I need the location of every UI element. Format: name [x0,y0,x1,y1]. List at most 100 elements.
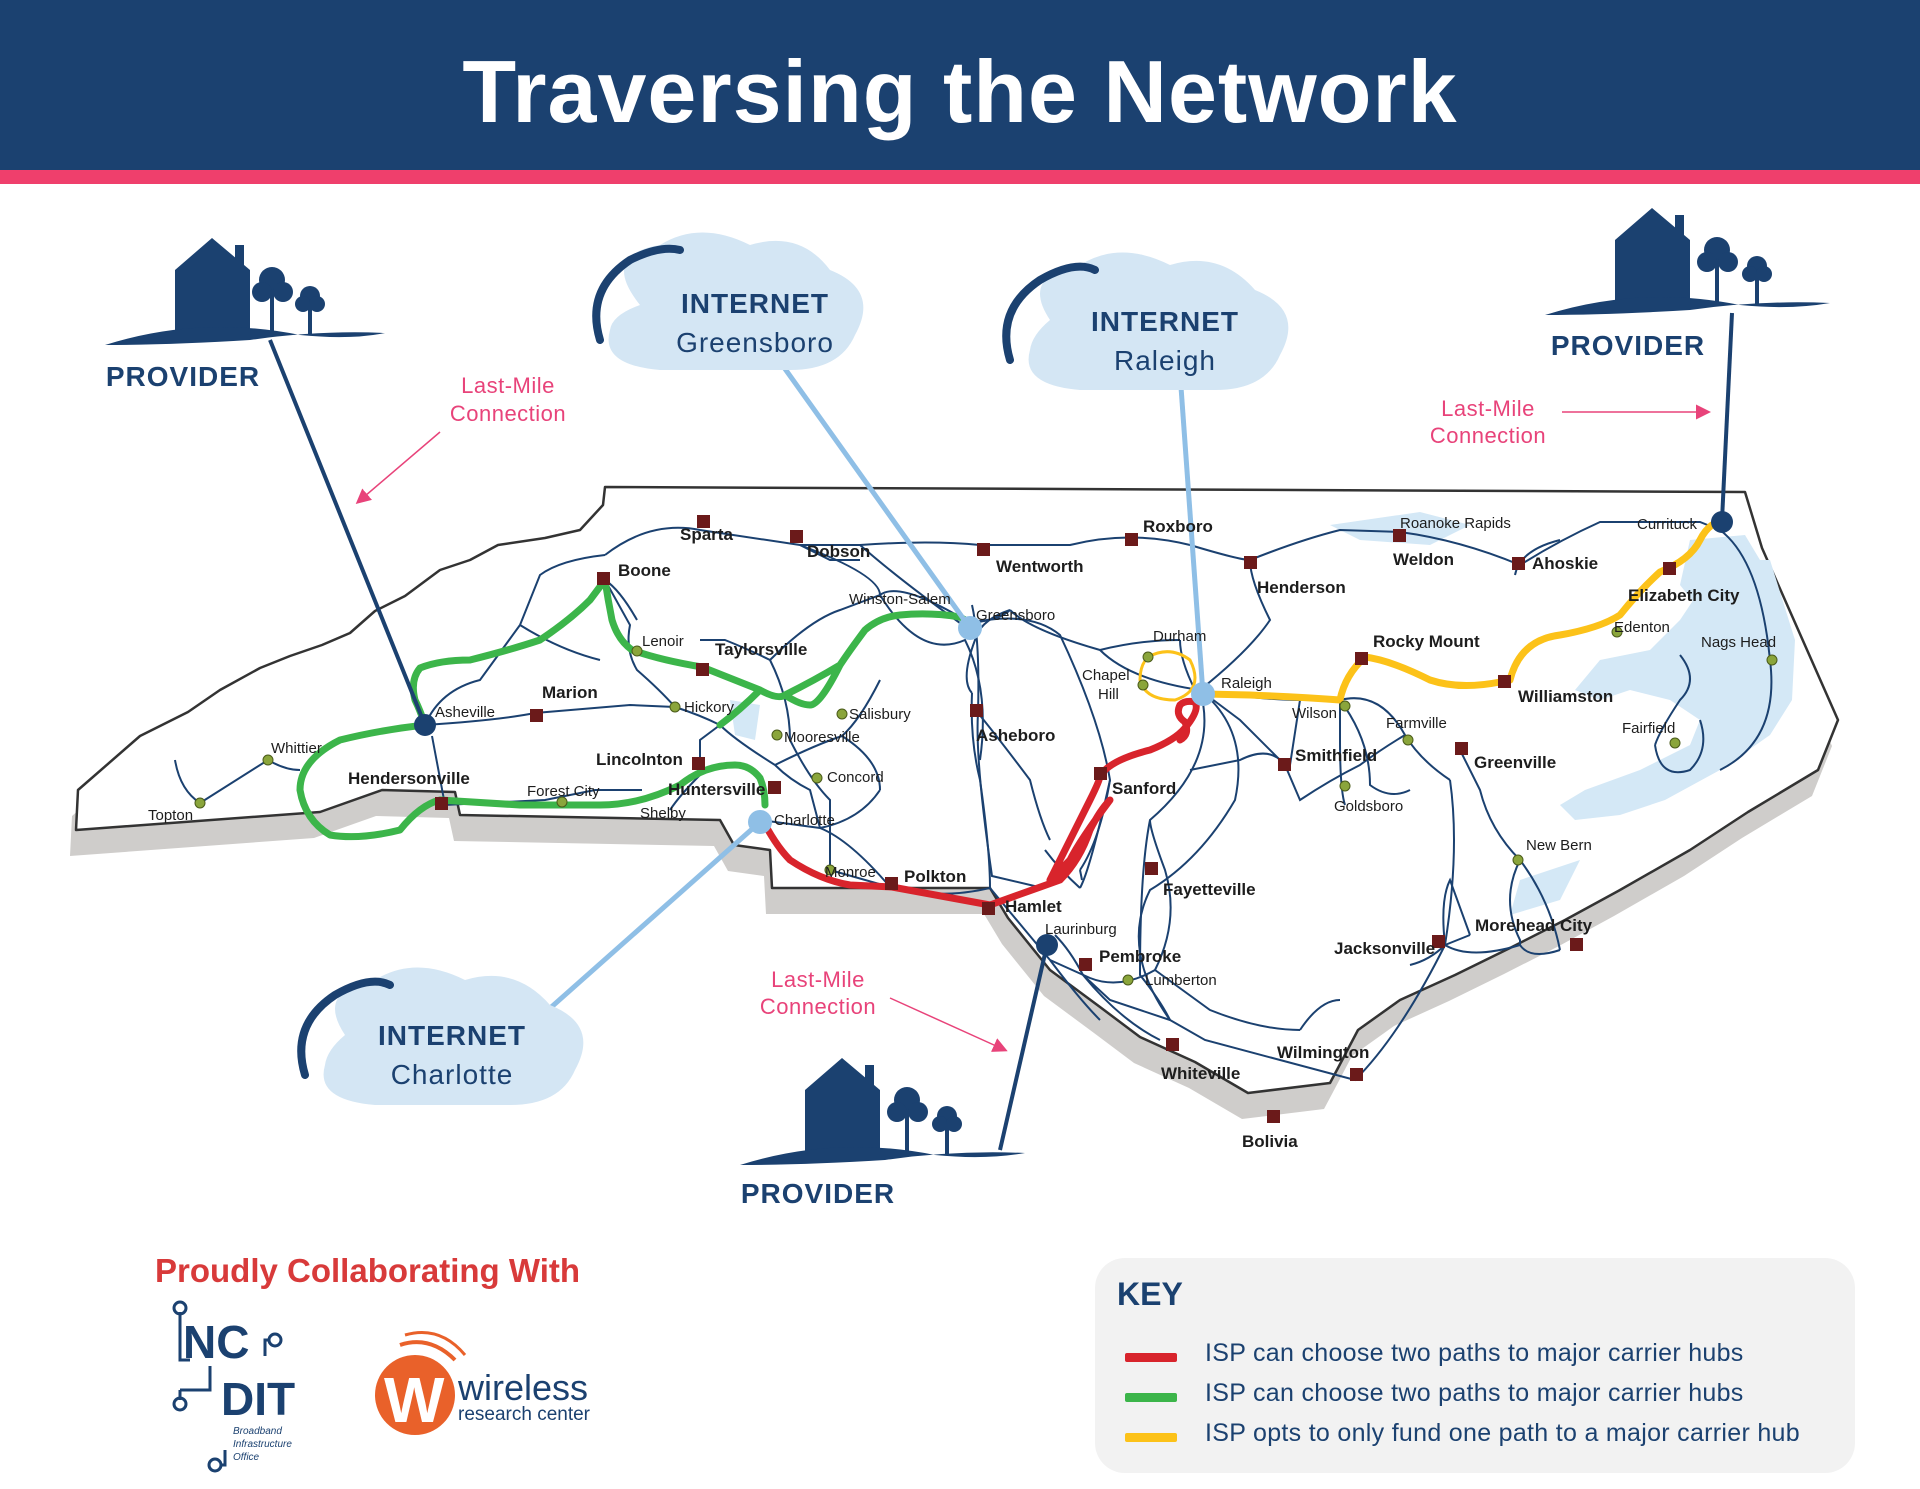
provider-icon-south: PROVIDER [740,1058,1025,1209]
town-label-roanoke-rapids: Roanoke Rapids [1400,515,1511,532]
last-mile-label-west-1: Last-Mile [461,373,555,398]
last-mile-links [268,312,1734,1151]
town-label-monroe: Monroe [825,864,876,881]
town-label-lumberton: Lumberton [1145,972,1217,989]
town-label-raleigh: Raleigh [1221,675,1272,692]
provider-label-east: PROVIDER [1551,330,1705,361]
town-label-charlotte: Charlotte [774,812,835,829]
yellow-durham-loop [1138,650,1197,702]
wrc-w: W [384,1364,445,1436]
town-label-concord: Concord [827,769,884,786]
key-swatch-green [1125,1393,1177,1402]
town-label-asheville: Asheville [435,704,495,721]
hub-label-bolivia: Bolivia [1242,1132,1298,1151]
wrc-name: wireless [457,1367,588,1408]
page-title: Traversing the Network [462,42,1458,141]
header-bar [0,0,1920,170]
key-label-green: ISP can choose two paths to major carrie… [1205,1379,1744,1407]
hub-label-weldon: Weldon [1393,550,1454,569]
hub-label-pembroke: Pembroke [1099,947,1181,966]
provider-nodes [414,511,1733,956]
ncdit-sub-1: Broadband [233,1426,282,1437]
town-label-mooresville: Mooresville [784,729,860,746]
hub-label-lincolnton: Lincolnton [596,750,683,769]
cloud-title-greensboro: INTERNET [681,288,829,319]
header-stripe [0,170,1920,184]
hub-label-asheboro: Asheboro [976,726,1055,745]
wireless-research-center-logo: W wireless research center [375,1331,591,1436]
provider-label-south: PROVIDER [741,1178,895,1209]
hub-label-hamlet: Hamlet [1005,897,1062,916]
hub-label-sparta: Sparta [680,525,733,544]
hub-label-taylorsville: Taylorsville [715,640,807,659]
internet-cloud-greensboro: INTERNET Greensboro [592,232,864,370]
key-label-yellow: ISP opts to only fund one path to a majo… [1205,1419,1800,1447]
town-label-topton: Topton [148,807,193,824]
hub-label-boone: Boone [618,561,671,580]
last-mile-label-west-2: Connection [450,401,566,426]
town-label-greensboro: Greensboro [976,607,1055,624]
hub-label-sanford: Sanford [1112,779,1176,798]
town-label-chapel-1: Chapel [1082,667,1130,684]
provider-icon-west: PROVIDER [105,238,385,392]
cloud-title-charlotte: INTERNET [378,1020,526,1051]
hub-label-ahoskie: Ahoskie [1532,554,1598,573]
hub-label-greenville: Greenville [1474,753,1556,772]
hub-label-whiteville: Whiteville [1161,1064,1240,1083]
hub-label-fayetteville: Fayetteville [1163,880,1256,899]
key-title: KEY [1117,1276,1183,1312]
hub-label-roxboro: Roxboro [1143,517,1213,536]
town-markers [194,626,1778,986]
hub-label-polkton: Polkton [904,867,966,886]
hub-markers [435,515,1676,1123]
hub-label-elizabeth-city: Elizabeth City [1628,586,1740,605]
ncdit-sub-2: Infrastructure [233,1439,292,1450]
last-mile-label-east-2: Connection [1430,423,1546,448]
internet-links [546,364,1206,1012]
ncdit-sub-3: Office [233,1452,260,1463]
hub-label-smithfield: Smithfield [1295,746,1377,765]
hub-label-huntersville: Huntersville [668,780,765,799]
last-mile-label-south-1: Last-Mile [771,967,865,992]
town-label-hickory: Hickory [684,699,735,716]
town-label-forest-city: Forest City [527,783,600,800]
green-redundant-path [296,576,974,841]
map-key: KEY ISP can choose two paths to major ca… [1095,1258,1855,1473]
internet-nodes [748,616,1215,834]
hub-label-dobson: Dobson [807,542,870,561]
hub-label-hendersonville: Hendersonville [348,769,470,788]
hub-label-henderson: Henderson [1257,578,1346,597]
key-swatch-yellow [1125,1433,1177,1442]
hub-label-marion: Marion [542,683,598,702]
hub-label-williamston: Williamston [1518,687,1613,706]
collab-title: Proudly Collaborating With [155,1252,581,1289]
town-label-lenoir: Lenoir [642,633,684,650]
last-mile-label-south-2: Connection [760,994,876,1019]
town-label-winston-salem: Winston-Salem [849,591,951,608]
cloud-city-greensboro: Greensboro [676,327,834,358]
hub-label-rocky-mount: Rocky Mount [1373,632,1480,651]
hub-label-wentworth: Wentworth [996,557,1084,576]
wrc-sub: research center [458,1404,591,1425]
network-map: Sparta Dobson Wentworth Roxboro Henderso… [70,208,1840,1209]
hub-label-wilmington: Wilmington [1277,1043,1369,1062]
town-label-wilson: Wilson [1292,705,1337,722]
town-label-new-bern: New Bern [1526,837,1592,854]
key-swatch-red [1125,1353,1177,1362]
town-label-chapel-2: Hill [1098,686,1119,703]
last-mile-annotation-east: Last-Mile Connection [1430,396,1711,448]
town-label-whittier: Whittier [271,740,322,757]
cloud-title-raleigh: INTERNET [1091,306,1239,337]
hub-label-morehead-city: Morehead City [1475,916,1593,935]
town-label-nags-head: Nags Head [1701,634,1776,651]
town-label-currituck: Currituck [1637,516,1698,533]
town-label-durham: Durham [1153,628,1206,645]
internet-cloud-raleigh: INTERNET Raleigh [1002,252,1289,390]
town-label-shelby: Shelby [640,805,686,822]
last-mile-annotation-south: Last-Mile Connection [760,967,1008,1052]
town-label-farmville: Farmville [1386,715,1447,732]
cloud-city-charlotte: Charlotte [391,1059,514,1090]
last-mile-label-east-1: Last-Mile [1441,396,1535,421]
provider-icon-east: PROVIDER [1545,208,1830,361]
town-label-goldsboro: Goldsboro [1334,798,1403,815]
